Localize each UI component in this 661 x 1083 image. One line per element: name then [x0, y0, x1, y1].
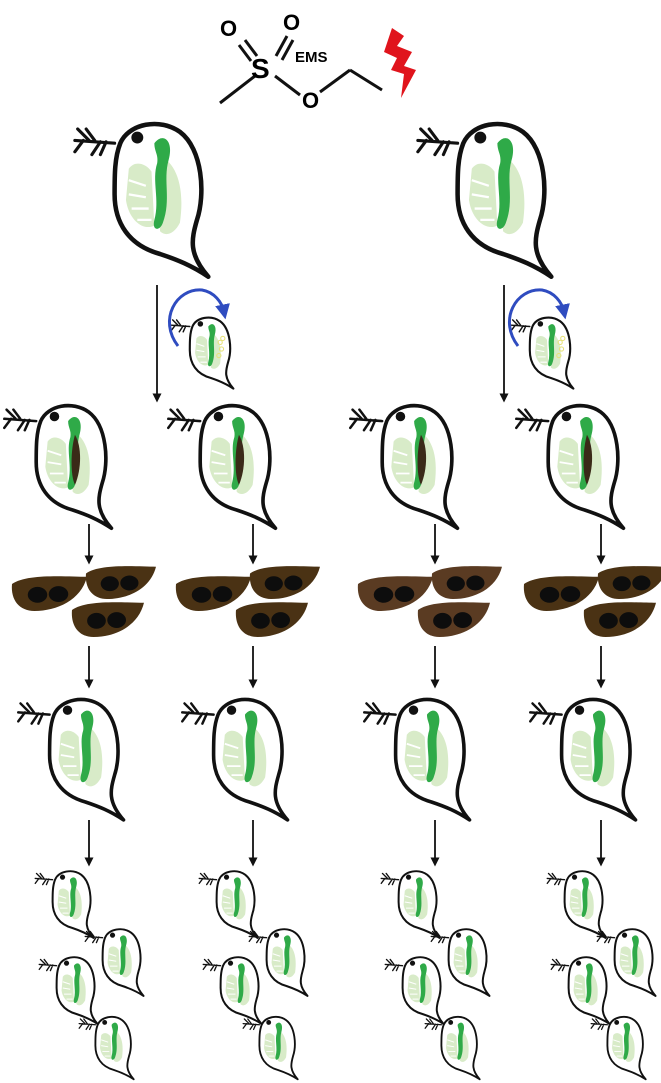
bond-s-methyl — [220, 76, 255, 103]
ems-label: EMS — [295, 49, 328, 66]
daphnia-clone-3-4 — [425, 1017, 480, 1079]
bond-ch2-ch3 — [350, 70, 382, 90]
ephippium-4-c — [584, 602, 656, 637]
daphnia-hatched-col-1 — [18, 699, 123, 819]
daphnia-clone-4-4 — [591, 1017, 646, 1079]
ephippium-1-a — [12, 576, 87, 611]
daphnia-parent-mutagenized — [418, 124, 551, 277]
ephippium-3-c — [418, 602, 490, 637]
ephippium-3-b — [432, 566, 502, 599]
daphnia-hatched-col-4 — [530, 699, 635, 819]
daphnia-clone-3-3 — [385, 957, 443, 1024]
atom-s: S — [251, 53, 270, 84]
daphnia-gen1-col-2 — [168, 406, 275, 529]
daphnia-clone-1-4 — [79, 1017, 134, 1079]
daphnia-clone-3-1 — [381, 871, 439, 938]
daphnia-self-cross-left — [171, 318, 233, 389]
atom-o-right: O — [283, 10, 300, 35]
daphnia-self-cross-right — [511, 318, 573, 389]
daphnia-clone-2-3 — [203, 957, 261, 1024]
daphnia-clone-4-3 — [551, 957, 609, 1024]
ephippia-layer — [12, 566, 661, 637]
arrow-layer — [89, 285, 601, 862]
daphnia-clone-1-3 — [39, 957, 97, 1024]
ephippium-1-b — [86, 566, 156, 599]
red-lightning-bolt-icon — [384, 28, 416, 98]
bond-s-o3 — [275, 76, 300, 95]
daphnia-gen1-col-1 — [4, 406, 111, 529]
atom-o-ester: O — [302, 88, 319, 113]
ephippium-4-a — [524, 576, 599, 611]
daphnia-clone-2-4 — [243, 1017, 298, 1079]
ephippium-4-b — [598, 566, 661, 599]
daphnia-clone-4-1 — [547, 871, 605, 938]
ephippium-2-c — [236, 602, 308, 637]
daphnia-clone-1-1 — [35, 871, 93, 938]
daphnia-gen1-col-3 — [350, 406, 457, 529]
atom-o-left: O — [220, 16, 237, 41]
daphnia-parent-control — [75, 124, 208, 277]
ephippium-3-a — [358, 576, 433, 611]
daphnia-gen1-col-4 — [516, 406, 623, 529]
daphnia-clone-2-1 — [199, 871, 257, 938]
ems-chemical-structure: O O S EMS O — [220, 10, 382, 113]
ephippium-1-c — [72, 602, 144, 637]
ephippium-2-b — [250, 566, 320, 599]
bond-o3-ch2 — [320, 70, 350, 92]
daphnia-hatched-col-3 — [364, 699, 469, 819]
daphnia-hatched-col-2 — [182, 699, 287, 819]
ephippium-2-a — [176, 576, 251, 611]
